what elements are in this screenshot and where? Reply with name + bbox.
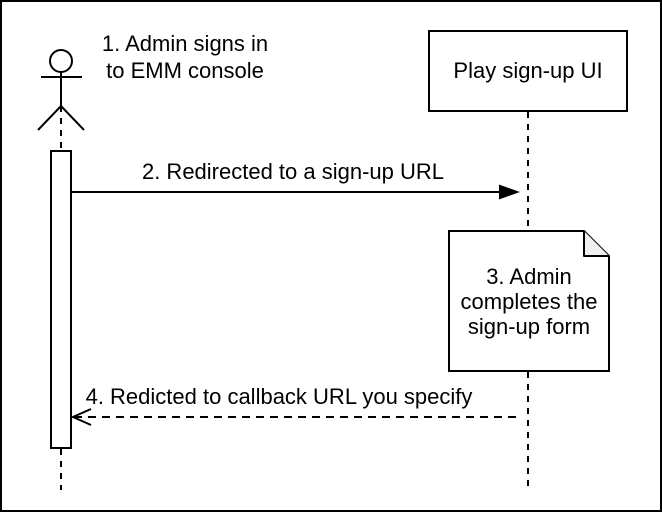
actor-legs [37,104,85,131]
activation-bar [50,150,72,449]
actor-label: 1. Admin signs in to EMM console [101,31,269,83]
message-2-label: 2. Redirected to a sign-up URL [141,159,445,184]
participant-label: Play sign-up UI [453,58,603,83]
actor-icon [37,49,85,131]
message-2-arrow [72,184,520,200]
message-4-arrowhead [70,408,92,426]
message-4-label: 4. Redicted to callback URL you specify [85,384,473,409]
note-body [448,230,610,372]
participant-box [428,30,628,112]
note-shape [448,230,610,372]
message-4-arrow [70,408,520,426]
note-fold [583,231,609,257]
note-label: 3. Admin completes the sign-up form [460,263,598,339]
message-2-arrowhead [499,184,520,200]
actor-head [49,49,73,73]
